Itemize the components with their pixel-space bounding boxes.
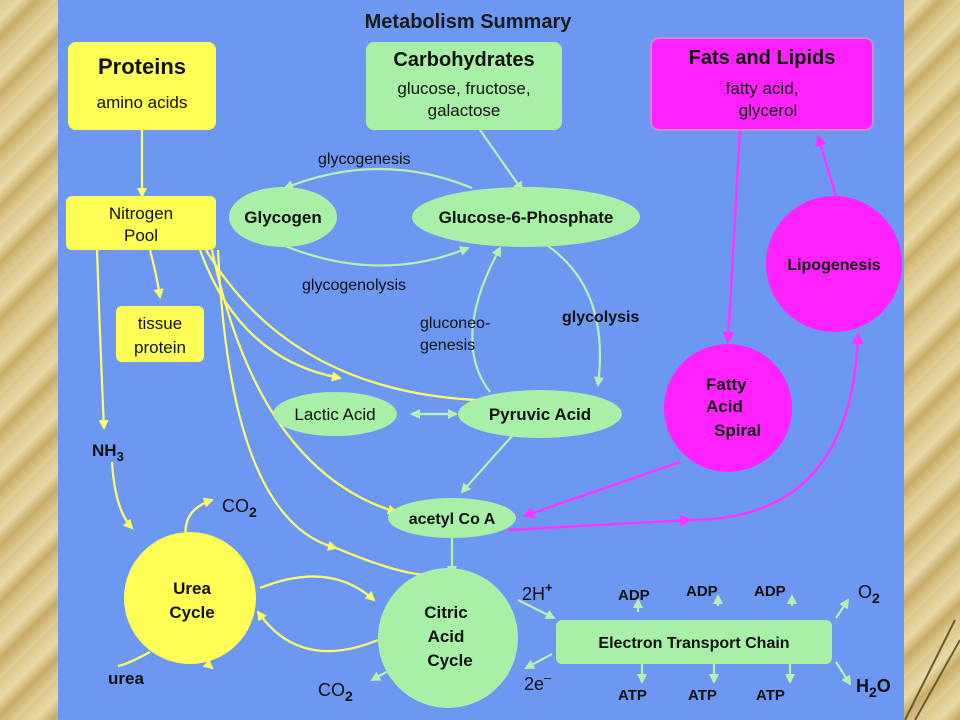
adp-label-2: ADP	[686, 583, 718, 600]
arrow-pyruvic-to-acetyl	[460, 435, 513, 494]
arrow-glycogenesis	[283, 167, 473, 190]
arrow-carbs-to-g6p	[479, 129, 524, 192]
arrow-glycogenolysis	[284, 244, 470, 267]
acetyl-coa-label: acetyl Co A	[409, 511, 496, 528]
citric-acid-cycle-node: Citric Acid Cycle	[378, 568, 518, 708]
arrow-lipogenesis-to-fats	[815, 134, 838, 197]
electrons-label: 2e–	[524, 670, 552, 694]
arrow-fats-to-spiral	[722, 129, 742, 344]
fatty-spiral-line-1: Fatty	[706, 375, 747, 394]
arrow-nh3-to-urea-cycle	[110, 461, 134, 530]
yellow-pathways	[95, 130, 477, 670]
arrow-to-lipogenesis	[689, 332, 864, 522]
arrow-etc-o2	[835, 598, 850, 619]
arrow-etc-electrons	[524, 653, 553, 669]
glucose-6-phosphate-label: Glucose-6-Phosphate	[439, 208, 614, 227]
fatty-spiral-line-2: Acid	[706, 397, 743, 416]
nitrogen-pool-line-1: Nitrogen	[109, 204, 173, 223]
arrow-pool-to-citric-1	[216, 249, 338, 551]
arrow-pool-to-acetyl	[210, 249, 398, 515]
pool-to-pyruvic-2	[205, 249, 477, 402]
pool-to-citric-2	[335, 546, 431, 577]
lactic-acid-node: Lactic Acid	[273, 392, 397, 436]
glycogenolysis-label: glycogenolysis	[302, 277, 406, 294]
atp-label-1: ATP	[618, 687, 647, 704]
fats-box: Fats and Lipids fatty acid, glycerol	[650, 37, 874, 131]
glucose-6-phosphate-node: Glucose-6-Phosphate	[412, 187, 640, 247]
proteins-box: Proteins amino acids	[68, 42, 216, 130]
atp-label-3: ATP	[756, 687, 785, 704]
diagram-title: Metabolism Summary	[365, 11, 573, 33]
pyruvic-acid-label: Pyruvic Acid	[489, 405, 591, 424]
proteins-subtitle: amino acids	[97, 93, 188, 112]
carbohydrates-sub-2: galactose	[428, 101, 501, 120]
gluconeogenesis-line-1: gluconeo-	[420, 315, 490, 332]
fatty-spiral-line-3: Spiral	[714, 421, 761, 440]
arrow-pool-to-nh3	[95, 249, 109, 430]
nitrogen-pool-line-2: Pool	[124, 226, 158, 245]
acetyl-coa-node: acetyl Co A	[388, 498, 516, 538]
arrow-pool-to-tissue	[148, 249, 164, 299]
fats-sub-1: fatty acid,	[726, 79, 799, 98]
pen-decoration	[904, 619, 960, 720]
tissue-protein-line-2: protein	[134, 338, 186, 357]
carbohydrates-title: Carbohydrates	[393, 49, 534, 71]
nitrogen-pool-box: Nitrogen Pool	[66, 196, 216, 250]
fats-title: Fats and Lipids	[689, 47, 836, 69]
lipogenesis-label: Lipogenesis	[787, 257, 880, 274]
nh3-label: NH3	[92, 441, 124, 464]
lipogenesis-node: Lipogenesis	[766, 196, 902, 332]
electron-transport-chain-label: Electron Transport Chain	[598, 635, 789, 652]
co2-label-citric: CO2	[318, 680, 353, 704]
oxygen-label: O2	[858, 582, 880, 606]
adp-label-1: ADP	[618, 587, 650, 604]
urea-cycle-line-1: Urea	[173, 579, 211, 598]
citric-line-1: Citric	[424, 603, 467, 622]
gluconeogenesis-line-2: genesis	[420, 337, 475, 354]
arrow-urea-to-citric	[259, 575, 376, 602]
carbohydrates-sub-1: glucose, fructose,	[397, 79, 530, 98]
glycogen-label: Glycogen	[244, 208, 321, 227]
arrow-glycolysis	[547, 245, 604, 387]
citric-line-3: Cycle	[427, 651, 472, 670]
arrow-citric-to-etc	[517, 599, 556, 619]
fatty-acid-spiral-node: Fatty Acid Spiral	[664, 344, 792, 472]
arrow-acetyl-right	[507, 514, 692, 532]
arrow-gluconeogenesis	[471, 246, 501, 393]
tissue-protein-box: tissue protein	[116, 306, 204, 362]
fats-sub-2: glycerol	[739, 101, 798, 120]
arrow-spiral-to-acetyl	[522, 460, 681, 519]
arrow-etc-h2o	[835, 661, 852, 686]
left-border-decoration	[0, 0, 58, 720]
tissue-protein-line-1: tissue	[138, 314, 182, 333]
urea-label: urea	[108, 669, 144, 688]
glycogen-node: Glycogen	[229, 187, 337, 247]
urea-cycle-line-2: Cycle	[169, 603, 214, 622]
adp-label-3: ADP	[754, 583, 786, 600]
green-pathways	[283, 129, 852, 686]
glycogenesis-label: glycogenesis	[318, 151, 411, 168]
urea-cycle-node: Urea Cycle	[124, 532, 256, 664]
right-border-decoration	[904, 0, 960, 720]
arrow-pool-to-pyruvic-1	[198, 249, 342, 382]
lactic-acid-label: Lactic Acid	[294, 405, 375, 424]
proteins-title: Proteins	[98, 54, 186, 79]
atp-label-2: ATP	[688, 687, 717, 704]
carbohydrates-box: Carbohydrates glucose, fructose, galacto…	[366, 42, 562, 130]
co2-label-urea: CO2	[222, 496, 257, 520]
pyruvic-acid-node: Pyruvic Acid	[458, 390, 622, 438]
water-label: H2O	[856, 676, 891, 700]
citric-line-2: Acid	[428, 627, 465, 646]
glycolysis-label: glycolysis	[562, 309, 639, 326]
magenta-pathways	[507, 129, 864, 532]
urea-cycle-to-urea	[117, 651, 151, 668]
arrow-citric-to-urea	[256, 610, 379, 653]
hydrogen-ions-label: 2H+	[522, 580, 553, 604]
electron-transport-chain-box: Electron Transport Chain	[556, 620, 832, 664]
